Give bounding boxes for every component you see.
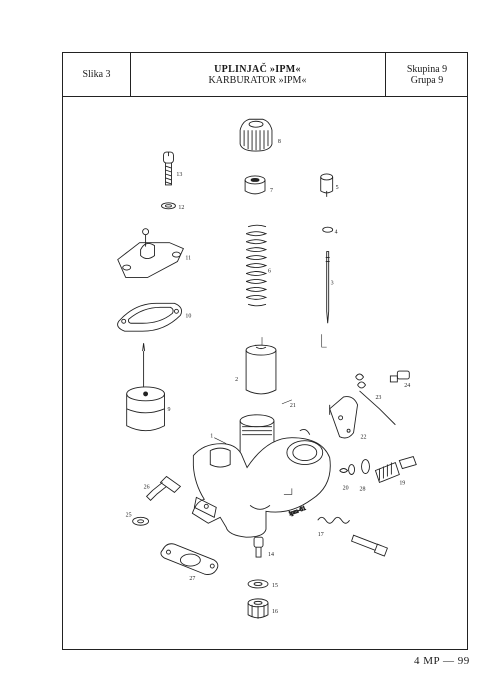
label-part-1: 1 — [210, 434, 213, 440]
label-part-17: 17 — [318, 532, 324, 538]
label-part-11: 11 — [185, 256, 191, 262]
group-cell: Skupina 9 Grupa 9 — [385, 53, 469, 96]
title-line-1: UPLINJAČ »IPM« — [214, 63, 301, 75]
part-8-cap — [239, 118, 273, 152]
label-part-16: 16 — [272, 609, 278, 615]
label-part-15: 15 — [272, 583, 278, 589]
part-7-sleeve — [244, 175, 266, 195]
part-11-cover — [117, 228, 185, 278]
figure-label: Slika 3 — [82, 69, 111, 80]
part-5-holder — [320, 173, 334, 197]
part-4-clip — [322, 226, 334, 233]
part-2-slide — [245, 337, 277, 395]
label-part-21: 21 — [290, 403, 296, 409]
part-14-nozzle — [253, 536, 264, 558]
label-part-20: 20 — [343, 485, 349, 491]
part-23-spring — [355, 373, 396, 426]
label-part-26: 26 — [144, 484, 150, 490]
group-line-1: Skupina 9 — [406, 63, 448, 75]
label-part-28: 28 — [360, 486, 366, 492]
label-part-2: 2 — [235, 377, 238, 383]
part-26-bolt — [145, 475, 182, 502]
carburetor-exploded-diagram: ipm-61 — [117, 118, 417, 619]
label-part-23: 23 — [375, 395, 381, 401]
label-part-10: 10 — [185, 313, 191, 319]
label-part-14: 14 — [268, 552, 274, 558]
part-20-28-19-adjuster — [339, 456, 417, 484]
label-part-3: 3 — [331, 280, 334, 286]
part-idle-screw — [351, 534, 388, 557]
label-part-19: 19 — [399, 480, 405, 486]
label-part-24: 24 — [404, 383, 410, 389]
figure-label-cell: Slika 3 — [63, 53, 131, 96]
label-part-8: 8 — [278, 139, 281, 145]
label-part-22: 22 — [361, 435, 367, 441]
part-17-spring — [317, 516, 350, 524]
part-27-gasket — [160, 543, 219, 575]
label-part-27: 27 — [189, 576, 195, 582]
part-6-spring — [245, 224, 268, 307]
part-12-washer — [161, 202, 176, 210]
part-22-lever — [329, 396, 359, 439]
leader-lines — [214, 399, 292, 444]
label-part-6: 6 — [268, 269, 271, 275]
label-part-9: 9 — [167, 407, 170, 413]
page-code: 4 MP — 99 — [414, 655, 470, 667]
label-part-25: 25 — [126, 512, 132, 518]
part-3-needle — [325, 251, 330, 324]
label-part-13: 13 — [176, 172, 182, 178]
part-16-nut — [247, 598, 269, 619]
part-15-washer — [247, 579, 269, 589]
part-1-carburetor-body: ipm-61 — [191, 414, 331, 538]
part-13-screw — [163, 151, 174, 186]
title-cell: UPLINJAČ »IPM« KARBURATOR »IPM« — [130, 53, 386, 96]
group-line-2: Grupa 9 — [410, 74, 444, 86]
part-24-jet — [389, 370, 410, 383]
label-part-5: 5 — [336, 185, 339, 191]
title-line-2: KARBURATOR »IPM« — [208, 74, 307, 86]
header-table: Slika 3 UPLINJAČ »IPM« KARBURATOR »IPM« … — [63, 53, 467, 97]
label-part-7: 7 — [270, 188, 273, 194]
part-25-washer — [132, 516, 150, 526]
label-part-12: 12 — [178, 205, 184, 211]
label-part-4: 4 — [335, 230, 338, 236]
part-9-float — [126, 343, 165, 432]
page-frame: Slika 3 UPLINJAČ »IPM« KARBURATOR »IPM« … — [62, 52, 468, 650]
part-10-gasket — [117, 302, 182, 332]
part-labels: 8 7 13 12 5 4 3 6 11 10 9 2 1 21 22 23 2… — [126, 139, 411, 615]
